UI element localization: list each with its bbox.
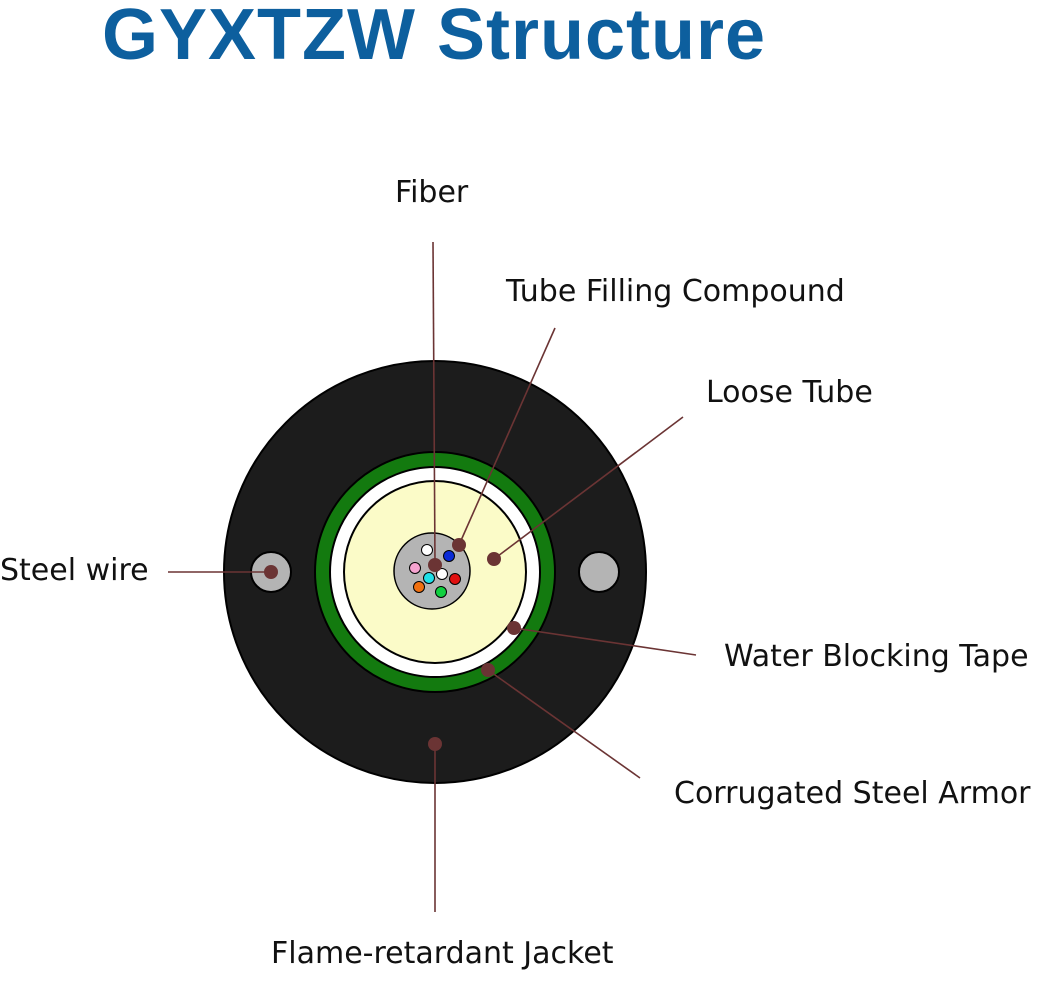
dot-loose-tube xyxy=(487,552,501,566)
label-tube-filling-compound: Tube Filling Compound xyxy=(506,274,845,309)
leader-line-armor xyxy=(487,669,641,779)
dot-jacket xyxy=(428,737,442,751)
dot-steel-wire xyxy=(264,565,278,579)
steel-wire-right xyxy=(578,551,620,593)
dot-water-blocking xyxy=(507,621,521,635)
fiber-4 xyxy=(423,572,435,584)
leader-line-tube-filling xyxy=(458,327,556,546)
label-water-blocking-tape: Water Blocking Tape xyxy=(724,639,1029,674)
dot-tube-filling xyxy=(452,538,466,552)
leader-line-loose-tube xyxy=(493,416,684,560)
fiber-bundle xyxy=(409,544,461,598)
label-flame-retardant-jacket: Flame-retardant Jacket xyxy=(271,936,614,971)
fiber-1 xyxy=(421,544,433,556)
label-steel-wire: Steel wire xyxy=(0,553,149,588)
leader-line-water-blocking xyxy=(513,627,697,656)
dot-armor xyxy=(481,663,495,677)
fiber-6 xyxy=(449,573,461,585)
page-title: GYXTZW Structure xyxy=(102,0,767,75)
fiber-2 xyxy=(443,550,455,562)
fiber-8 xyxy=(435,586,447,598)
dot-fiber xyxy=(428,558,442,572)
label-loose-tube: Loose Tube xyxy=(706,375,873,410)
fiber-5 xyxy=(436,568,448,580)
fiber-3 xyxy=(409,562,421,574)
label-corrugated-steel-armor: Corrugated Steel Armor xyxy=(674,776,1031,811)
leader-line-fiber xyxy=(432,241,436,566)
label-fiber: Fiber xyxy=(395,175,469,210)
fiber-7 xyxy=(413,581,425,593)
